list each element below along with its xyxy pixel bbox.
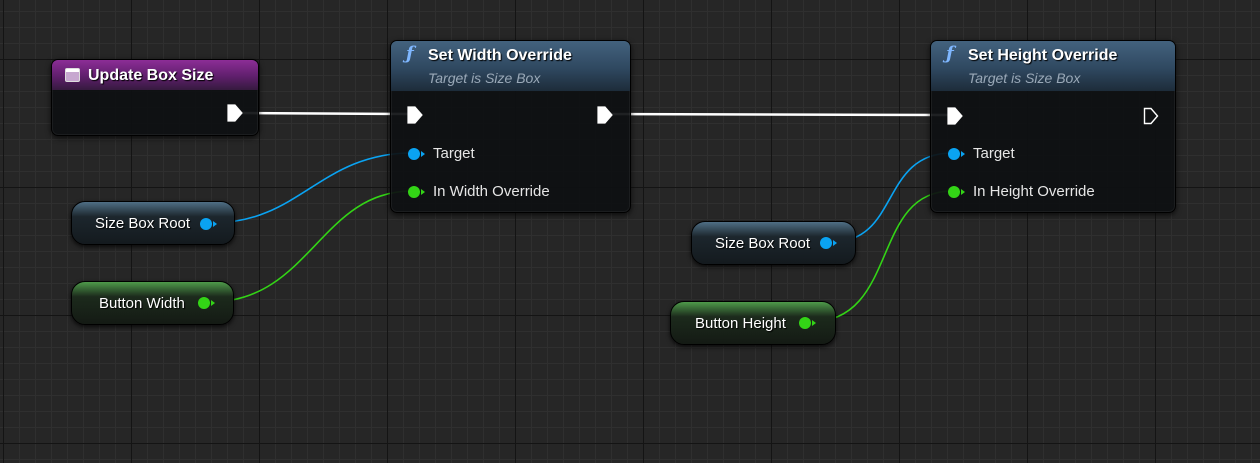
variable-label: Size Box Root bbox=[715, 235, 811, 252]
variable-output-pin[interactable] bbox=[799, 317, 816, 329]
target-pin-label: Target bbox=[973, 145, 1015, 162]
variable-output-pin[interactable] bbox=[198, 297, 215, 309]
exec-wire-event-to-width[interactable] bbox=[240, 111, 411, 116]
exec-in-pin[interactable] bbox=[947, 107, 963, 125]
variable-node-size-box-root[interactable]: Size Box Root bbox=[71, 201, 235, 245]
exec-wire-width-to-height[interactable] bbox=[609, 112, 951, 117]
variable-node-button-height[interactable]: Button Height bbox=[670, 301, 836, 345]
set-height-node-header bbox=[931, 41, 1175, 91]
target-pin-label: Target bbox=[433, 145, 475, 162]
event-node-header bbox=[52, 60, 258, 90]
variable-output-pin[interactable] bbox=[200, 218, 217, 230]
set-height-node-subtitle: Target is Size Box bbox=[968, 70, 1081, 86]
width-override-pin-label: In Width Override bbox=[433, 183, 550, 200]
set-height-override-node[interactable]: ƒ Set Height Override Target is Size Box… bbox=[930, 40, 1176, 213]
exec-in-pin[interactable] bbox=[407, 106, 423, 124]
target-input-pin[interactable] bbox=[408, 148, 425, 160]
variable-label: Button Width bbox=[99, 295, 185, 312]
event-node-title: Update Box Size bbox=[88, 67, 214, 84]
set-width-node-header bbox=[391, 41, 630, 91]
variable-output-pin[interactable] bbox=[820, 237, 837, 249]
event-node-update-box-size[interactable]: Update Box Size bbox=[51, 59, 259, 136]
function-f-icon: ƒ bbox=[406, 43, 414, 64]
object-wire-sizebox-to-width-target[interactable] bbox=[211, 152, 413, 224]
target-input-pin[interactable] bbox=[948, 148, 965, 160]
set-width-node-subtitle: Target is Size Box bbox=[428, 70, 541, 86]
height-override-input-pin[interactable] bbox=[948, 186, 965, 198]
function-f-icon: ƒ bbox=[946, 43, 954, 64]
variable-node-size-box-root[interactable]: Size Box Root bbox=[691, 221, 856, 265]
height-override-pin-label: In Height Override bbox=[973, 183, 1095, 200]
exec-out-pin[interactable] bbox=[597, 106, 613, 124]
variable-label: Size Box Root bbox=[95, 215, 191, 232]
set-height-node-title: Set Height Override bbox=[968, 47, 1118, 64]
set-width-override-node[interactable]: ƒ Set Width Override Target is Size Box … bbox=[390, 40, 631, 213]
variable-node-button-width[interactable]: Button Width bbox=[71, 281, 234, 325]
set-width-node-title: Set Width Override bbox=[428, 47, 572, 64]
width-override-input-pin[interactable] bbox=[408, 186, 425, 198]
variable-label: Button Height bbox=[695, 315, 786, 332]
event-node-icon bbox=[65, 68, 80, 82]
float-wire-buttonwidth-to-width[interactable] bbox=[209, 190, 413, 303]
exec-out-pin[interactable] bbox=[227, 104, 243, 122]
exec-out-pin-unconnected[interactable] bbox=[1143, 107, 1159, 125]
